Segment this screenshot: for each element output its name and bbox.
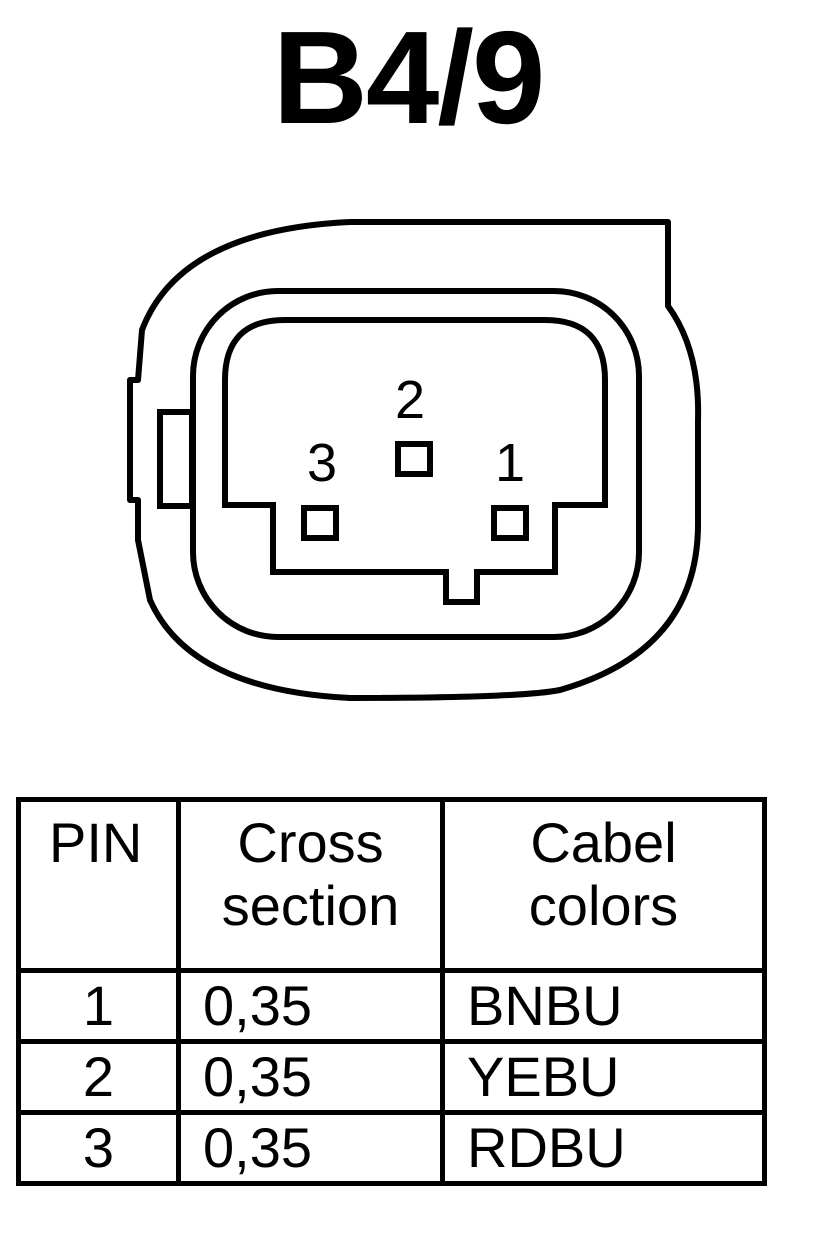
pin-2-label: 2 [395,370,425,430]
cross-section-header-line2: section [221,873,400,937]
cable-color-cell: BNBU [440,968,767,1044]
cross-section-cell: 0,35 [176,1039,445,1115]
table-row: 1 0,35 BNBU [16,968,767,1044]
connector-latch [157,409,195,509]
pin-column-header: PIN [16,797,181,973]
cable-colors-column-header: Cabel colors [440,797,767,973]
cable-colors-header-line2: colors [528,873,679,937]
pin-table: PIN Cross section Cabel colors 1 0,35 BN… [16,797,767,1186]
connector-inner-body [190,288,642,640]
cross-section-header-line1: Cross [237,811,384,874]
pin-table-header-row: PIN Cross section Cabel colors [16,797,767,973]
cross-section-cell: 0,35 [176,1110,445,1186]
pin-number-cell: 1 [16,968,181,1044]
cable-color-cell: YEBU [440,1039,767,1115]
connector-diagram: 1 2 3 [127,219,702,701]
table-row: 3 0,35 RDBU [16,1110,767,1186]
pin-number-cell: 2 [16,1039,181,1115]
pin-3-label: 3 [307,433,337,493]
connector-title: B4/9 [272,4,546,151]
cable-colors-header-line1: Cabel [530,811,677,874]
pin-3-contact [301,505,339,541]
connector-pin-cavity [222,317,608,605]
pin-2-contact [395,441,433,477]
connector-housing-outline [127,219,702,701]
cross-section-column-header: Cross section [176,797,445,973]
table-row: 2 0,35 YEBU [16,1039,767,1115]
cross-section-cell: 0,35 [176,968,445,1044]
pin-1-contact [491,505,529,541]
pin-1-label: 1 [495,433,525,493]
pin-number-cell: 3 [16,1110,181,1186]
cable-color-cell: RDBU [440,1110,767,1186]
